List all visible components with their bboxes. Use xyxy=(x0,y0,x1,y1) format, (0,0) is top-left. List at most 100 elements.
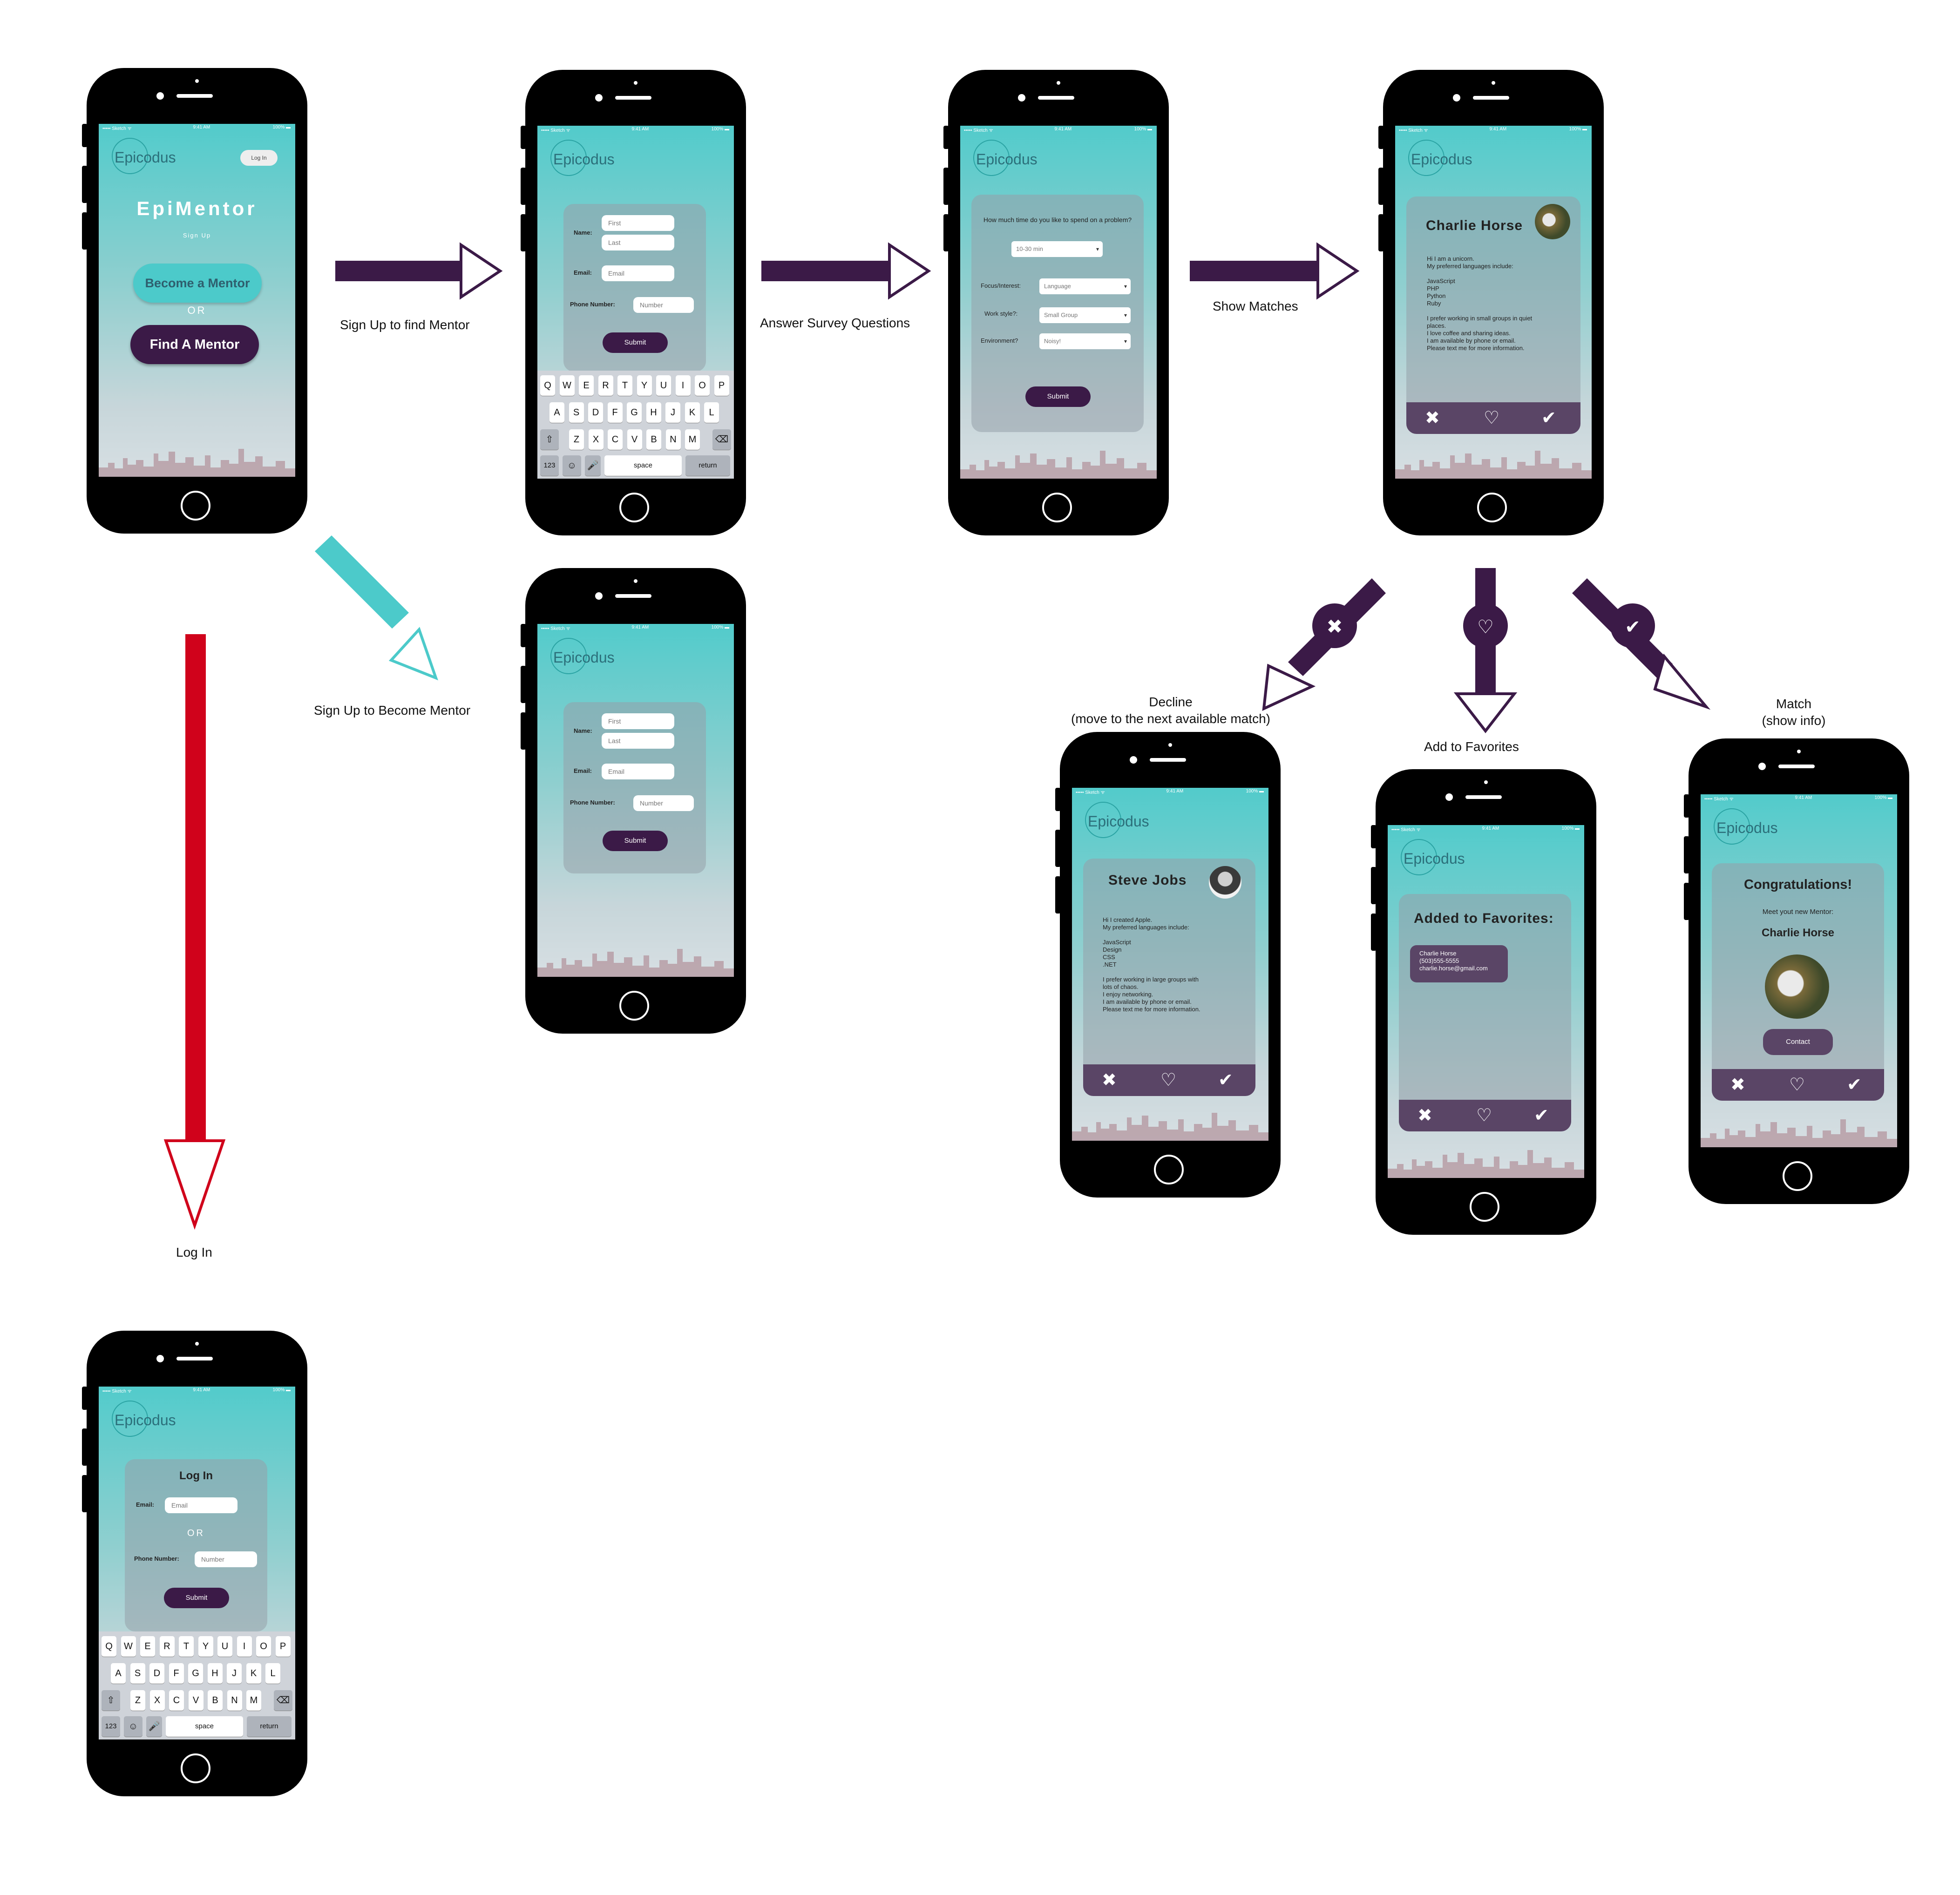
check-icon[interactable]: ✔ xyxy=(1218,1070,1233,1090)
home-button[interactable] xyxy=(1783,1161,1812,1191)
home-button[interactable] xyxy=(619,493,649,522)
key-n[interactable]: N xyxy=(227,1690,242,1711)
key-e[interactable]: E xyxy=(140,1636,155,1657)
heart-icon[interactable]: ♡ xyxy=(1160,1070,1177,1090)
check-icon[interactable]: ✔ xyxy=(1541,408,1556,428)
close-icon[interactable]: ✖ xyxy=(1102,1070,1117,1090)
home-button[interactable] xyxy=(1154,1155,1184,1184)
heart-icon[interactable]: ♡ xyxy=(1476,1106,1492,1125)
home-button[interactable] xyxy=(181,491,210,521)
key-c[interactable]: C xyxy=(169,1690,184,1711)
heart-icon[interactable]: ♡ xyxy=(1484,408,1500,428)
delete-icon[interactable]: ⌫ xyxy=(712,429,731,450)
key-w[interactable]: W xyxy=(121,1636,136,1657)
email-field[interactable]: Email xyxy=(165,1497,237,1513)
key-o[interactable]: O xyxy=(695,375,710,396)
phone-field[interactable]: Number xyxy=(633,795,694,811)
find-mentor-button[interactable]: Find A Mentor xyxy=(130,325,259,364)
return-key[interactable]: return xyxy=(247,1716,292,1737)
key-w[interactable]: W xyxy=(559,375,575,396)
space-key[interactable]: space xyxy=(166,1716,243,1737)
close-icon[interactable]: ✖ xyxy=(1417,1106,1432,1125)
contact-button[interactable]: Contact xyxy=(1763,1029,1833,1055)
last-name-field[interactable]: Last xyxy=(602,235,674,250)
key-d[interactable]: D xyxy=(588,402,603,423)
key-y[interactable]: Y xyxy=(637,375,652,396)
key-l[interactable]: L xyxy=(265,1663,280,1684)
time-select[interactable]: 10-30 min xyxy=(1011,241,1103,257)
key-i[interactable]: I xyxy=(675,375,691,396)
close-icon[interactable]: ✖ xyxy=(1425,408,1440,428)
key-r[interactable]: R xyxy=(598,375,613,396)
key-g[interactable]: G xyxy=(627,402,642,423)
favorite-entry[interactable]: Charlie Horse (503)555-5555 charlie.hors… xyxy=(1410,945,1508,982)
shift-icon[interactable]: ⇧ xyxy=(102,1690,120,1711)
first-name-field[interactable]: First xyxy=(602,713,674,729)
login-button[interactable]: Log In xyxy=(240,150,278,166)
focus-select[interactable]: Language xyxy=(1039,278,1131,294)
key-j[interactable]: J xyxy=(227,1663,242,1684)
delete-icon[interactable]: ⌫ xyxy=(274,1690,292,1711)
key-p[interactable]: P xyxy=(275,1636,291,1657)
phone-field[interactable]: Number xyxy=(633,297,694,313)
check-icon[interactable]: ✔ xyxy=(1534,1106,1549,1125)
key-v[interactable]: V xyxy=(188,1690,203,1711)
mic-icon[interactable]: 🎤 xyxy=(585,455,601,476)
space-key[interactable]: space xyxy=(604,455,682,476)
phone-field[interactable]: Number xyxy=(195,1551,257,1567)
submit-button[interactable]: Submit xyxy=(1025,386,1091,407)
key-u[interactable]: U xyxy=(656,375,671,396)
key-y[interactable]: Y xyxy=(198,1636,213,1657)
key-x[interactable]: X xyxy=(588,429,604,450)
key-r[interactable]: R xyxy=(159,1636,175,1657)
key-d[interactable]: D xyxy=(149,1663,164,1684)
key-a[interactable]: A xyxy=(549,402,564,423)
key-m[interactable]: M xyxy=(685,429,700,450)
key-s[interactable]: S xyxy=(130,1663,145,1684)
key-v[interactable]: V xyxy=(627,429,642,450)
check-icon[interactable]: ✔ xyxy=(1847,1075,1862,1095)
key-c[interactable]: C xyxy=(608,429,623,450)
key-b[interactable]: B xyxy=(646,429,661,450)
last-name-field[interactable]: Last xyxy=(602,733,674,749)
key-z[interactable]: Z xyxy=(569,429,584,450)
return-key[interactable]: return xyxy=(685,455,730,476)
environment-select[interactable]: Noisy! xyxy=(1039,333,1131,349)
submit-button[interactable]: Submit xyxy=(603,831,668,851)
key-p[interactable]: P xyxy=(714,375,729,396)
emoji-icon[interactable]: ☺ xyxy=(563,455,581,476)
work-style-select[interactable]: Small Group xyxy=(1039,307,1131,323)
key-f[interactable]: F xyxy=(169,1663,184,1684)
key-t[interactable]: T xyxy=(179,1636,194,1657)
key-e[interactable]: E xyxy=(579,375,594,396)
key-m[interactable]: M xyxy=(246,1690,261,1711)
home-button[interactable] xyxy=(1477,493,1507,522)
key-k[interactable]: K xyxy=(246,1663,261,1684)
key-f[interactable]: F xyxy=(607,402,623,423)
numbers-key[interactable]: 123 xyxy=(540,455,559,476)
mic-icon[interactable]: 🎤 xyxy=(146,1716,162,1737)
submit-button[interactable]: Submit xyxy=(603,332,668,353)
key-g[interactable]: G xyxy=(188,1663,203,1684)
key-b[interactable]: B xyxy=(208,1690,223,1711)
home-button[interactable] xyxy=(1042,493,1072,522)
key-k[interactable]: K xyxy=(685,402,700,423)
numbers-key[interactable]: 123 xyxy=(102,1716,120,1737)
key-l[interactable]: L xyxy=(704,402,719,423)
key-n[interactable]: N xyxy=(665,429,681,450)
first-name-field[interactable]: First xyxy=(602,215,674,231)
become-mentor-button[interactable]: Become a Mentor xyxy=(133,264,262,303)
email-field[interactable]: Email xyxy=(602,764,674,779)
close-icon[interactable]: ✖ xyxy=(1730,1075,1745,1095)
key-j[interactable]: J xyxy=(665,402,680,423)
key-q[interactable]: Q xyxy=(102,1636,116,1657)
key-o[interactable]: O xyxy=(256,1636,271,1657)
email-field[interactable]: Email xyxy=(602,265,674,281)
home-button[interactable] xyxy=(181,1753,210,1783)
key-q[interactable]: Q xyxy=(540,375,555,396)
key-z[interactable]: Z xyxy=(130,1690,145,1711)
key-u[interactable]: U xyxy=(217,1636,232,1657)
shift-icon[interactable]: ⇧ xyxy=(540,429,559,450)
heart-icon[interactable]: ♡ xyxy=(1789,1075,1805,1095)
key-i[interactable]: I xyxy=(237,1636,252,1657)
